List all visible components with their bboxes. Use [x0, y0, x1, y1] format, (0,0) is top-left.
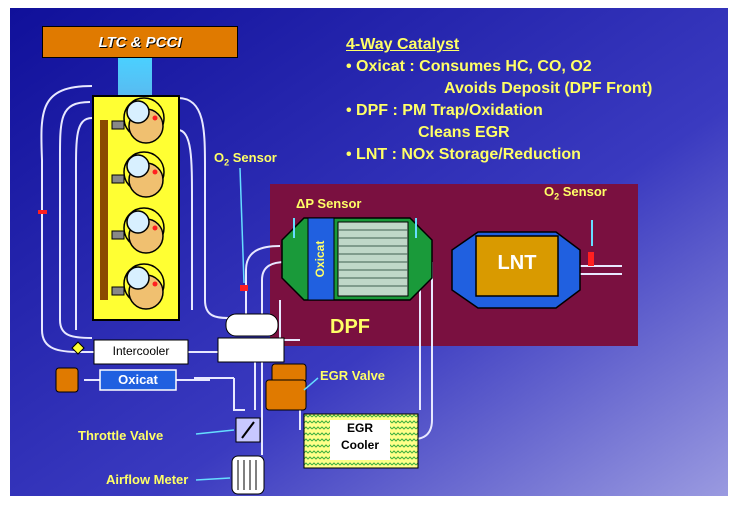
o2-sensor-right-marker: [588, 252, 594, 266]
egr-valve: [265, 363, 307, 411]
o2-sensor-left-marker: [240, 285, 248, 291]
throttle-pointer: [195, 429, 235, 435]
oxicat-box-label: Oxicat: [118, 372, 158, 387]
airflow-pointer: [195, 477, 231, 481]
ltc-pcci-banner: LTC & PCCI: [42, 26, 238, 58]
egr-cooler-label: EGR Cooler: [330, 420, 390, 460]
catalyst-line-oxicat: • Oxicat : Consumes HC, CO, O2: [346, 58, 592, 75]
throttle-valve-label: Throttle Valve: [78, 428, 164, 443]
o2-right-o: O: [544, 184, 555, 199]
o2-left-rest: Sensor: [229, 150, 277, 165]
catalyst-line-oxicat-2: Avoids Deposit (DPF Front): [444, 80, 653, 97]
catalyst-description: 4-Way Catalyst • Oxicat : Consumes HC, C…: [346, 34, 726, 166]
egr-cooler-label-1: EGR: [346, 421, 373, 435]
engine-cylinders: [100, 97, 165, 310]
intake-sensor-marker: [38, 210, 47, 214]
throttle-valve-box: [235, 417, 261, 443]
catalyst-line-lnt: • LNT : NOx Storage/Reduction: [346, 146, 581, 163]
intercooler-box: [93, 339, 189, 365]
lnt-body: [451, 231, 581, 309]
catalyst-title: 4-Way Catalyst: [346, 36, 460, 53]
valve-diamond: [71, 341, 85, 355]
o2-left-o: O: [214, 150, 225, 165]
o2-sensor-right-label: O2 Sensor: [544, 184, 607, 202]
banner-text: LTC & PCCI: [98, 33, 182, 51]
airflow-meter-label: Airflow Meter: [106, 472, 189, 487]
lnt-label: LNT: [497, 252, 537, 274]
turbocharger: [217, 313, 285, 363]
dp-sensor-label: ΔP Sensor: [296, 196, 362, 211]
o2-sensor-left-label: O2 Sensor: [214, 150, 277, 168]
catalyst-line-dpf: • DPF : PM Trap/Oxidation: [346, 102, 543, 119]
egr-valve-pointer: [303, 377, 319, 391]
o2-left-sub: 2: [224, 157, 230, 168]
throttle-plate: [241, 421, 255, 439]
dpf-label: DPF: [330, 316, 370, 338]
dpf-body: [281, 217, 433, 301]
o2-right-sub: 2: [554, 191, 560, 202]
catalyst-line-dpf-2: Cleans EGR: [418, 124, 510, 141]
egr-cooler-label-2: Cooler: [340, 438, 379, 452]
intercooler-label: Intercooler: [112, 344, 170, 358]
oxicat-vertical-label: Oxicat: [313, 240, 327, 278]
o2-right-rest: Sensor: [559, 184, 607, 199]
o2-sensor-left-arrow: [239, 167, 245, 284]
airflow-meter: [231, 455, 265, 495]
egr-valve-label: EGR Valve: [320, 368, 386, 383]
oxicat-box: [99, 369, 177, 391]
pre-oxicat-unit: [55, 367, 79, 393]
